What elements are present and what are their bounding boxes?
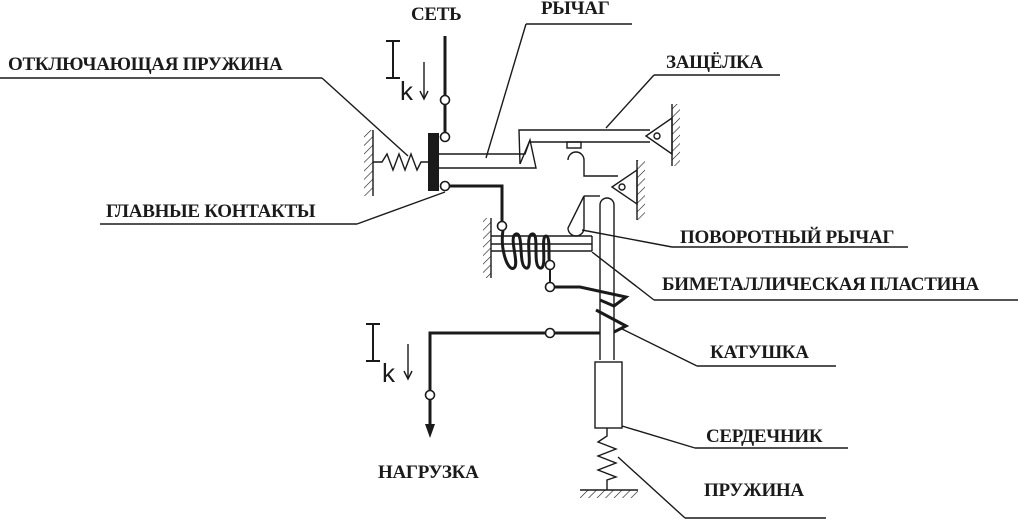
wire-contact-to-heater [449,184,504,222]
leader-line [356,191,446,225]
label-main-contacts: ГЛАВНЫЕ КОНТАКТЫ [100,191,446,225]
leader-line [621,425,696,449]
terminal-node [544,327,556,339]
heater-coil-winding [500,229,554,270]
current-symbol-bottom: k [366,323,413,388]
heater-coil [500,229,556,293]
wire [428,331,546,391]
latch-pivot-triangle [644,116,673,156]
terminal-node [544,281,556,293]
terminal-node [424,389,436,401]
leader-line [485,23,527,159]
terminal-node [496,220,508,232]
lever-outline [439,137,537,169]
network-line [439,36,451,143]
latch-hook [519,139,531,165]
terminal-node [439,94,451,106]
label-load-text: НАГРУЗКА [378,462,479,483]
label-pivot-lever-text: ПОВОРОТНЫЙ РЫЧАГ [680,226,894,248]
terminal-node [439,131,451,143]
plunger-rod-outline [599,197,615,360]
latch-lower [529,140,650,143]
label-network-text: СЕТЬ [411,4,461,25]
plunger-rod [599,197,615,360]
leader-line [581,229,673,248]
wall-hatch [672,104,680,166]
leader-line [605,74,655,129]
latch-pad [566,141,582,149]
arrow-head-icon [419,90,429,101]
label-lever-text: РЫЧАГ [541,0,610,19]
label-spring-text: ПРУЖИНА [704,480,804,501]
label-trip-spring-text: ОТКЛЮЧАЮЩАЯ ПРУЖИНА [8,54,283,75]
leader-line [321,77,409,157]
trip-coil [555,285,630,334]
main-contacts-bar [428,133,439,191]
label-bimetal-strip: БИМЕТАЛЛИЧЕСКАЯ ПЛАСТИНА [591,251,1018,301]
label-load: НАГРУЗКА [378,462,479,483]
load-wire [424,327,600,438]
label-latch: ЗАЩЁЛКА [605,52,780,129]
lever [439,137,537,169]
label-core: СЕРДЕЧНИК [621,425,848,449]
leader-line [591,251,655,301]
terminal-node [544,259,556,271]
coil-turn-2 [595,308,630,334]
label-bimetal-strip-text: БИМЕТАЛЛИЧЕСКАЯ ПЛАСТИНА [662,274,980,295]
current-subscript: k [400,76,414,106]
current-symbol-top: k [386,40,429,106]
trip-spring [364,130,428,196]
label-main-contacts-text: ГЛАВНЫЕ КОНТАКТЫ [106,201,316,222]
leader-line [619,327,698,367]
bimetal-strip [483,218,593,278]
wall-hatch [637,160,645,220]
arrow-down-icon [425,424,435,438]
label-spring: ПРУЖИНА [617,456,826,519]
label-trip-spring: ОТКЛЮЧАЮЩАЯ ПРУЖИНА [0,54,409,157]
current-subscript: k [382,358,396,388]
latch [518,104,680,166]
latch-upper [518,129,650,165]
core [594,361,623,429]
ground-hatch [580,490,638,498]
spring-zigzag [596,428,619,490]
spring-zigzag [373,152,428,172]
label-coil-text: КАТУШКА [710,342,809,363]
label-network: СЕТЬ [411,4,462,25]
label-lever: РЫЧАГ [485,0,632,159]
label-pivot-lever: ПОВОРОТНЫЙ РЫЧАГ [581,226,908,248]
wall-hatch [483,218,491,278]
pivot-lever-body [567,151,618,237]
return-spring [580,428,638,498]
leader-line [617,456,686,519]
latch-pivot-pin [653,132,661,140]
label-coil: КАТУШКА [619,327,836,367]
coil-turn-1 [555,285,630,308]
wall-hatch [364,130,373,196]
terminal-node [439,180,451,192]
label-core-text: СЕРДЕЧНИК [706,426,823,447]
label-latch-text: ЗАЩЁЛКА [666,52,763,73]
pivot-lever [567,151,645,237]
arrow-head-icon [403,370,413,381]
pivot-pin [618,183,626,191]
